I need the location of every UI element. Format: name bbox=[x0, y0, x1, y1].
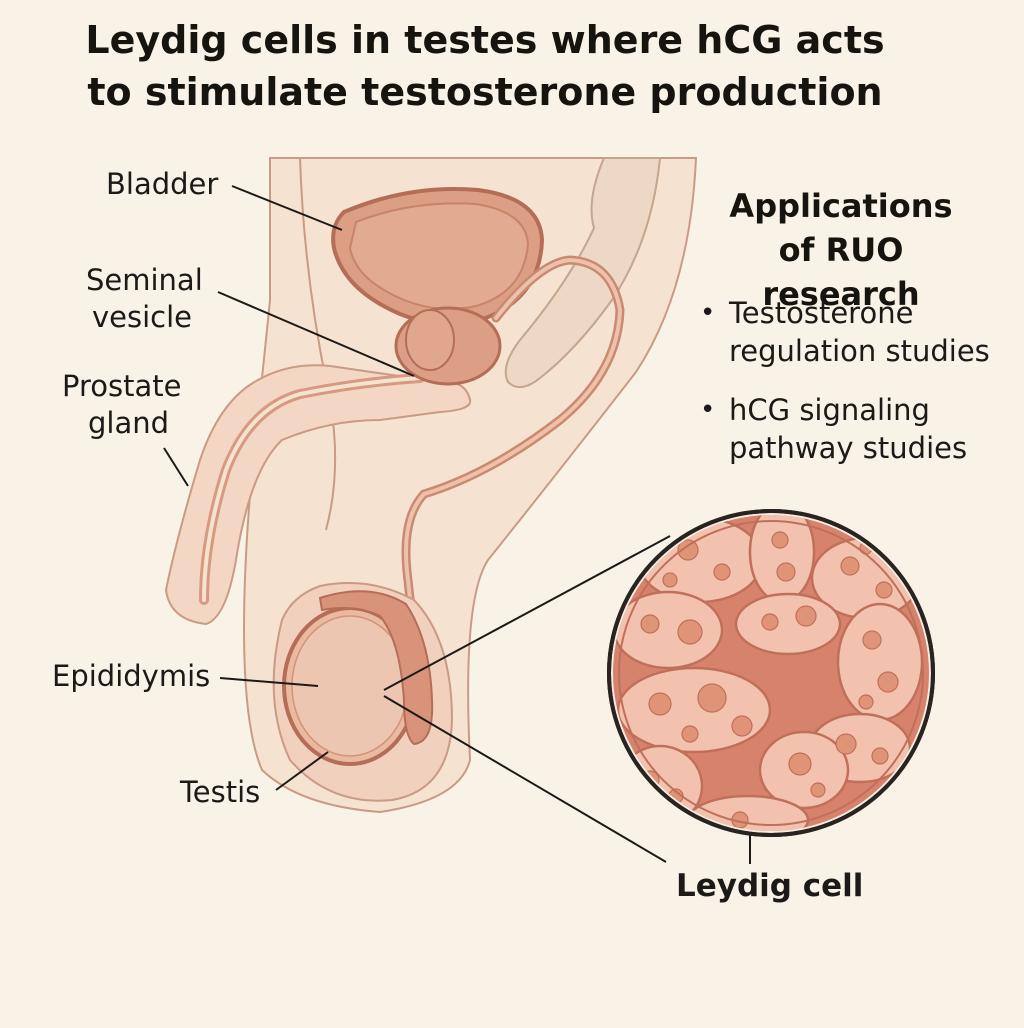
seminal-vesicle-leader bbox=[217, 291, 415, 377]
zoom-leader-bottom bbox=[383, 695, 667, 863]
title-line-2: to stimulate testosterone production bbox=[87, 70, 883, 114]
epididymis bbox=[318, 590, 434, 746]
testis-label: Testis bbox=[180, 774, 260, 811]
cell-nuclei bbox=[640, 531, 899, 829]
epididymis-leader bbox=[219, 677, 319, 687]
epididymis-label: Epididymis bbox=[52, 658, 210, 695]
testis-leader bbox=[275, 751, 329, 791]
prostate-gland-label: Prostate gland bbox=[62, 368, 181, 442]
bladder-wall bbox=[348, 202, 530, 310]
prostate-leader bbox=[163, 447, 189, 487]
prostate-label-line-1: Prostate bbox=[62, 369, 182, 403]
prostate bbox=[405, 309, 455, 371]
bladder-label: Bladder bbox=[106, 166, 218, 203]
title-line-1: Leydig cells in testes where hCG acts bbox=[85, 18, 885, 62]
leydig-cell-label: Leydig cell bbox=[676, 866, 863, 906]
list-item-line-1: hCG signaling bbox=[729, 393, 930, 427]
urethra-core bbox=[202, 376, 422, 602]
zoom-leader-top bbox=[383, 535, 671, 691]
list-item-line-2: pathway studies bbox=[729, 431, 968, 465]
list-item-line-2: regulation studies bbox=[729, 334, 990, 368]
pubic-bone bbox=[504, 157, 662, 389]
list-item: Testosterone regulation studies bbox=[700, 294, 1020, 370]
list-item: hCG signaling pathway studies bbox=[700, 391, 1020, 467]
vas-deferens-core bbox=[404, 257, 623, 702]
page-title: Leydig cells in testes where hCG acts to… bbox=[20, 14, 950, 118]
seminal-vesicle-label-line-2: vesicle bbox=[92, 300, 193, 334]
applications-list: Testosterone regulation studies hCG sign… bbox=[700, 294, 1020, 488]
magnified-tissue bbox=[607, 509, 935, 837]
list-item-line-1: Testosterone bbox=[729, 296, 914, 330]
seminal-vesicle-label-line-1: Seminal bbox=[86, 263, 203, 297]
leydig-cell-label-text: Leydig cell bbox=[676, 868, 864, 904]
bladder-leader bbox=[231, 185, 343, 231]
applications-heading-line-1: Applications bbox=[729, 187, 953, 225]
prostate-label-line-2: gland bbox=[88, 406, 170, 440]
epididymis-label-text: Epididymis bbox=[52, 659, 211, 693]
testis-label-text: Testis bbox=[180, 775, 261, 809]
seminal-vesicle-label: Seminal vesicle bbox=[86, 262, 203, 336]
bladder-label-text: Bladder bbox=[106, 167, 219, 201]
